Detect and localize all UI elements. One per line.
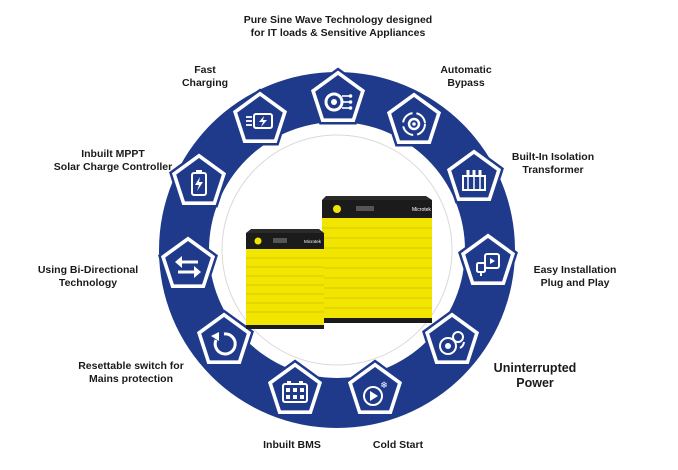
reset-icon bbox=[211, 332, 237, 356]
svg-text:❄: ❄ bbox=[380, 381, 388, 391]
badge-plug-and-play bbox=[458, 230, 518, 288]
large-unit-brand: Microtek bbox=[412, 207, 431, 213]
cold-start-icon: ❄ bbox=[363, 381, 388, 406]
badge-resettable-switch bbox=[194, 309, 254, 367]
label-plug-and-play: Easy Installation Plug and Play bbox=[534, 264, 617, 290]
battery-grid-icon bbox=[282, 381, 308, 403]
transformer-icon bbox=[462, 170, 486, 191]
badge-fill bbox=[352, 367, 398, 411]
label-inbuilt-bms: Inbuilt BMS bbox=[263, 439, 321, 452]
label-pure-sine: Pure Sine Wave Technology designed for I… bbox=[244, 14, 432, 40]
badge-uninterrupted-power bbox=[422, 309, 482, 367]
fast-charge-icon bbox=[246, 113, 273, 129]
label-automatic-bypass: Automatic Bypass bbox=[440, 64, 491, 90]
label-cold-start: Cold Start bbox=[373, 439, 423, 452]
plug-play-icon bbox=[476, 253, 500, 276]
label-line: Bypass bbox=[447, 77, 485, 89]
small-unit-brand: Microtek bbox=[304, 239, 322, 244]
label-line: Built-In Isolation bbox=[511, 151, 595, 163]
label-line: for IT loads & Sensitive Appliances bbox=[250, 27, 426, 39]
badge-inbuilt-bms bbox=[265, 359, 325, 417]
label-mppt: Inbuilt MPPT Solar Charge Controller bbox=[54, 148, 172, 174]
label-line: Automatic bbox=[440, 64, 492, 76]
label-line: Resettable switch for bbox=[78, 360, 184, 372]
small-inverter-unit: Microtek bbox=[246, 229, 324, 329]
label-isolation-transformer: Built-In Isolation Transformer bbox=[512, 151, 594, 177]
label-line: Mains protection bbox=[88, 373, 173, 385]
label-line: Uninterrupted bbox=[493, 361, 577, 375]
badge-isolation-transformer bbox=[444, 146, 504, 204]
label-line: Easy Installation bbox=[533, 264, 617, 276]
label-line: Plug and Play bbox=[540, 277, 610, 289]
product-image: Microtek Microtek bbox=[246, 196, 432, 329]
label-line: Transformer bbox=[522, 164, 584, 176]
bypass-cycle-icon bbox=[402, 112, 426, 136]
badge-fill bbox=[201, 317, 247, 361]
badge-bi-directional bbox=[158, 233, 218, 291]
badge-cold-start: ❄ bbox=[345, 359, 405, 417]
label-line: Inbuilt MPPT bbox=[81, 148, 145, 160]
label-line: Power bbox=[516, 376, 554, 390]
large-inverter-unit: Microtek bbox=[322, 196, 432, 323]
label-fast-charging: Fast Charging bbox=[182, 64, 228, 90]
badge-fast-charging bbox=[230, 88, 290, 146]
battery-charging-icon bbox=[191, 170, 207, 196]
label-line: Technology bbox=[58, 277, 118, 289]
label-line: Pure Sine Wave Technology designed bbox=[243, 14, 433, 26]
feature-badges: ❄ bbox=[158, 67, 518, 417]
badge-pure-sine bbox=[308, 67, 368, 125]
label-bi-directional: Using Bi-Directional Technology bbox=[38, 264, 138, 290]
badge-mppt bbox=[169, 150, 229, 208]
label-line: Solar Charge Controller bbox=[53, 161, 173, 173]
label-line: Inbuilt BMS bbox=[263, 439, 321, 451]
bidirectional-arrows-icon bbox=[175, 256, 201, 278]
label-resettable-switch: Resettable switch for Mains protection bbox=[78, 360, 184, 386]
label-uninterrupted-power: Uninterrupted Power bbox=[494, 361, 577, 391]
label-line: Using Bi-Directional bbox=[37, 264, 139, 276]
badge-automatic-bypass bbox=[384, 89, 444, 147]
power-cycle-icon bbox=[439, 331, 465, 355]
label-line: Cold Start bbox=[372, 439, 424, 451]
label-line: Fast bbox=[194, 64, 216, 76]
label-line: Charging bbox=[181, 77, 229, 89]
gear-circuit-icon bbox=[324, 92, 353, 112]
